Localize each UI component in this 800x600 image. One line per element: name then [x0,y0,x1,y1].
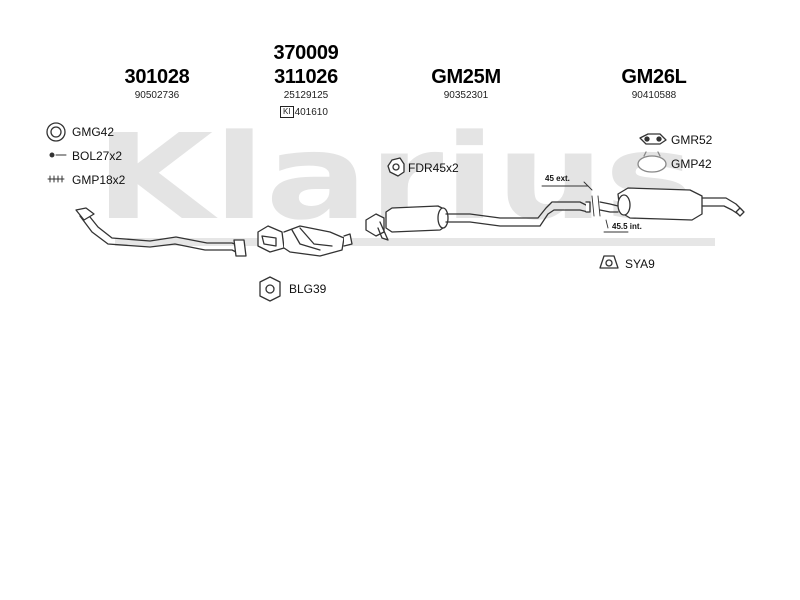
flange-gasket-icon[interactable] [259,276,281,302]
centre-silencer-gm25m[interactable] [365,201,591,241]
label-gmg42: GMG42 [72,125,115,139]
label-bol27: BOL27x2 [72,149,123,163]
annotation-ext: 45 ext. [545,174,570,183]
rubber-mount-icon[interactable] [387,157,405,177]
hanger-bracket-icon[interactable] [599,255,619,269]
spring-clip-icon[interactable] [47,175,65,183]
part-number-301028: 301028 [124,66,190,88]
label-blg39: BLG39 [289,282,327,296]
int-dimension-marker [591,195,629,233]
ki-value: 401610 [294,106,328,118]
oem-number-90352301: 90352301 [443,90,489,101]
label-gmr52: GMR52 [671,133,713,147]
bolt-icon[interactable] [49,152,67,158]
label-sya9: SYA9 [625,257,655,271]
label-gmp42: GMP42 [671,157,712,171]
catalytic-converter-370009[interactable] [257,225,353,257]
watermark-underline [115,238,715,246]
oem-number-90410588: 90410588 [631,90,677,101]
gasket-ring-icon[interactable] [46,122,66,142]
label-gmp18: GMP18x2 [72,173,126,187]
part-number-gm25m: GM25M [431,66,501,88]
oem-number-90502736: 90502736 [134,90,180,101]
mount-rubber-icon[interactable] [639,133,667,145]
oem-number-25129125: 25129125 [283,90,329,101]
ext-dimension-marker [541,181,593,191]
front-pipe-301028[interactable] [75,207,247,257]
part-number-gm26l: GM26L [621,66,687,88]
clamp-ring-icon[interactable] [637,151,667,173]
part-number-370009: 370009 [273,42,339,64]
annotation-int: 45.5 int. [612,222,642,231]
ki-reference: KI 401610 [280,106,328,118]
ki-tag: KI [280,106,294,118]
part-number-311026: 311026 [274,66,338,88]
label-fdr45: FDR45x2 [408,161,459,175]
rear-silencer-gm26l[interactable] [599,187,745,221]
